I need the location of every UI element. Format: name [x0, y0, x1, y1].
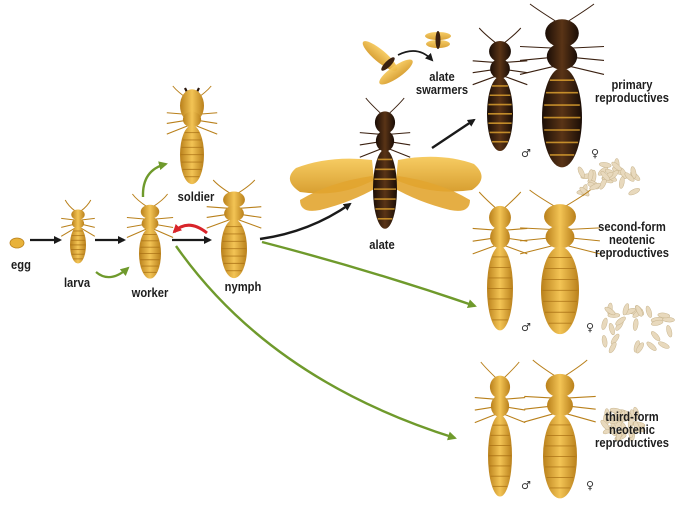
label-larva: larva — [60, 276, 94, 289]
primary-female-icon — [520, 4, 604, 167]
arrow-larva-to-worker-green — [96, 268, 128, 277]
label-third-form-line3: reproductives — [592, 436, 671, 449]
label-nymph: nymph — [220, 280, 266, 293]
female-symbol-second: ♀ — [586, 322, 594, 333]
worker-icon — [127, 194, 173, 279]
arrow-swarmers — [398, 51, 432, 60]
egg-clusters — [577, 158, 675, 441]
arrow-worker-to-third-form — [176, 246, 455, 438]
egg-icon — [10, 238, 24, 248]
second-form-female-icon — [520, 190, 600, 334]
label-soldier: soldier — [172, 190, 220, 203]
label-third-form: third-form neotenic reproductives — [592, 410, 671, 449]
label-alate-swarmers: alate swarmers — [408, 70, 477, 96]
arrow-alate-to-primary — [432, 120, 474, 148]
label-primary-reproductives: primary reproductives — [592, 78, 671, 104]
third-form-female-icon — [524, 360, 595, 498]
soldier-icon — [167, 86, 217, 184]
primary-male-icon — [473, 28, 528, 151]
male-symbol-second: ♂ — [521, 322, 531, 333]
label-worker: worker — [128, 286, 173, 299]
larva-icon — [61, 200, 95, 264]
label-primary-line2: reproductives — [592, 91, 671, 104]
label-alate: alate — [361, 238, 402, 251]
label-egg: egg — [8, 258, 34, 271]
third-form-male-icon — [475, 362, 525, 497]
female-symbol-primary: ♀ — [591, 148, 599, 159]
label-second-form-line3: reproductives — [592, 246, 671, 259]
male-symbol-primary: ♂ — [521, 148, 531, 159]
arrow-worker-to-soldier — [143, 164, 166, 197]
label-alate-swarmers-line2: swarmers — [408, 83, 477, 96]
alate-swarmer-icon-2 — [425, 31, 451, 49]
label-second-form: second-form neotenic reproductives — [592, 220, 671, 259]
second-form-male-icon — [473, 192, 528, 330]
male-symbol-third: ♂ — [521, 480, 531, 491]
female-symbol-third: ♀ — [586, 480, 594, 491]
arrow-nymph-to-worker — [174, 225, 207, 233]
